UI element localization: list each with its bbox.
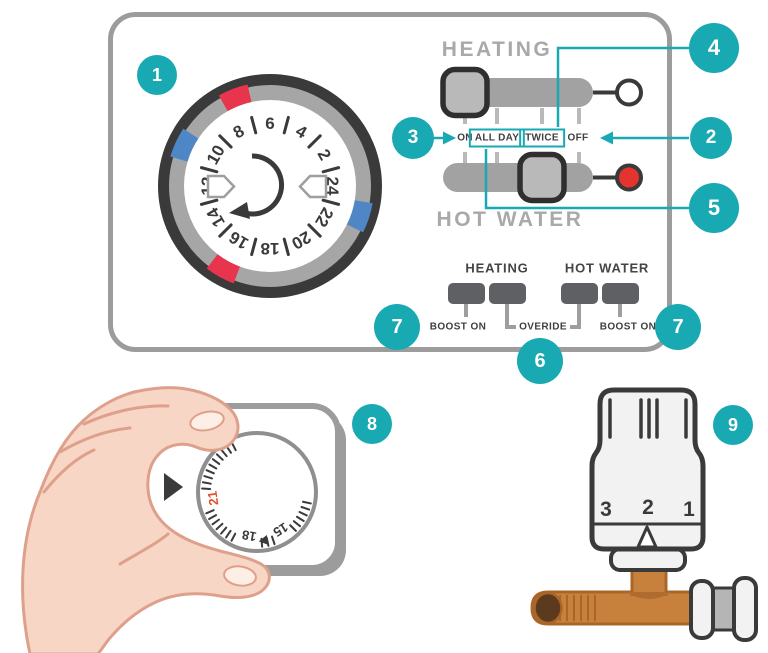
dial-tab-red-bottom[interactable] <box>206 254 240 284</box>
slider-position-on: ON <box>457 132 473 144</box>
trv-head[interactable]: 3 2 1 <box>589 387 706 552</box>
hand-crease-lines <box>42 404 170 566</box>
callout-4: 4 <box>689 23 739 73</box>
heating-buttons-label: HEATING <box>465 260 529 276</box>
svg-text:18: 18 <box>241 527 258 544</box>
heating-indicator-lamp <box>615 78 643 107</box>
callout-3: 3 <box>392 117 434 159</box>
thumbnail <box>223 565 257 587</box>
trv-head-ribs <box>608 398 688 439</box>
button-connector-lines <box>464 304 622 329</box>
callout-6: 6 <box>517 338 563 384</box>
heating-boost-button[interactable] <box>448 283 485 304</box>
svg-text:18: 18 <box>261 239 280 258</box>
slider-position-all-day: ALL DAY <box>468 128 526 148</box>
trv-assembly: 3 2 1 <box>530 387 758 642</box>
thermostat-scale: 15 18 21 <box>201 441 312 548</box>
rotation-arrow-icon <box>241 153 285 217</box>
hot-water-buttons-label: HOT WATER <box>564 260 650 276</box>
index-fingernail <box>189 410 225 432</box>
rotation-arrowhead-icon <box>229 202 250 219</box>
hot-water-boost-label: BOOST ON <box>599 321 657 333</box>
thermostat-dial-face[interactable] <box>196 431 318 553</box>
callout-3-arrowhead-icon <box>443 131 456 145</box>
trv-index-mark-icon <box>636 525 658 549</box>
trv-number-3: 3 <box>600 498 612 521</box>
thermostat-dial[interactable]: 15 18 21 <box>196 431 318 553</box>
fitting-nut-left <box>689 579 715 640</box>
callout-7-left: 7 <box>374 304 420 350</box>
trv-number-1: 1 <box>683 498 695 521</box>
heating-slider-knob[interactable] <box>440 66 490 119</box>
hot-water-indicator-lamp <box>615 163 643 192</box>
hand-illustration <box>21 386 271 653</box>
slider-position-off: OFF <box>567 132 589 144</box>
hot-water-title: HOT WATER <box>436 208 584 231</box>
callout-9: 9 <box>713 405 753 445</box>
callout-8: 8 <box>352 404 392 444</box>
dial-tab-red-top[interactable] <box>218 84 252 112</box>
thermostat-set-mark-icon <box>258 534 269 545</box>
svg-text:15: 15 <box>270 520 290 540</box>
override-label: OVERIDE <box>519 321 567 333</box>
heating-boost-label: BOOST ON <box>429 321 487 333</box>
svg-text:21: 21 <box>204 490 221 506</box>
fitting-nut-right <box>732 576 758 642</box>
hot-water-override-button[interactable] <box>561 283 598 304</box>
dial-tab-blue-right[interactable] <box>347 200 373 233</box>
trv-number-2: 2 <box>642 496 654 519</box>
dial-tab-blue-left[interactable] <box>170 128 199 162</box>
dial-pointer-left-icon <box>298 174 328 199</box>
callout-2-arrowhead-icon <box>600 131 613 145</box>
slider-position-twice: TWICE <box>519 128 565 148</box>
trv-head-body[interactable] <box>589 387 706 552</box>
timer-dial[interactable]: 64224222018161412108 <box>158 74 382 298</box>
dial-pointer-right-icon <box>206 174 236 199</box>
hot-water-boost-button[interactable] <box>602 283 639 304</box>
svg-text:24: 24 <box>323 177 342 196</box>
callout-lines <box>432 46 691 210</box>
heating-override-button[interactable] <box>489 283 526 304</box>
thermostat-pointer-icon <box>164 473 183 501</box>
pipe-open-end <box>533 591 563 625</box>
callout-5: 5 <box>689 183 739 233</box>
callout-2: 2 <box>690 117 732 159</box>
pipe-junction-shade <box>626 592 672 599</box>
heating-title: HEATING <box>441 38 553 61</box>
callout-1: 1 <box>137 55 177 95</box>
trv-collar <box>609 547 687 572</box>
svg-text:6: 6 <box>265 114 274 133</box>
hot-water-slider-knob[interactable] <box>517 151 567 204</box>
callout-7-right: 7 <box>655 304 701 350</box>
